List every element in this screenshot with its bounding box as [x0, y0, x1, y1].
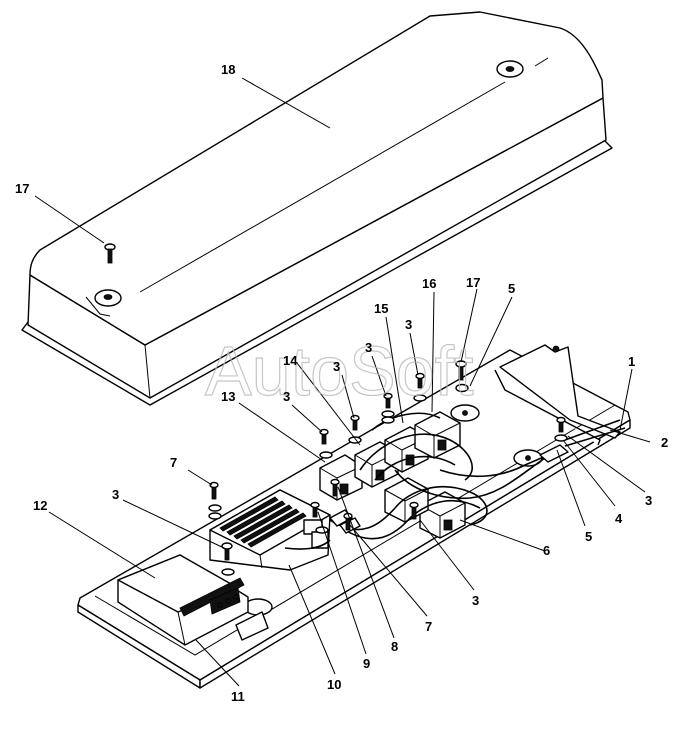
callout-4: 4	[615, 511, 623, 526]
screw-17-cover	[104, 243, 116, 264]
leader-lines	[34, 77, 651, 687]
callout-13: 13	[221, 389, 235, 404]
callout-3-a: 3	[405, 317, 412, 332]
callout-6: 6	[543, 543, 550, 558]
callout-7-left: 7	[170, 455, 177, 470]
screw-3-e	[554, 416, 568, 442]
callout-14: 14	[283, 353, 298, 368]
callout-15: 15	[374, 301, 388, 316]
callout-3-e: 3	[645, 493, 652, 508]
callout-17-relay-screw: 17	[466, 275, 480, 290]
callout-1: 1	[628, 354, 635, 369]
cover-lid	[21, 11, 613, 406]
callout-5-top: 5	[508, 281, 515, 296]
callout-3-b: 3	[365, 340, 372, 355]
callout-5-bottom: 5	[585, 529, 592, 544]
screw-3-g	[409, 501, 419, 520]
screw-17-b	[455, 360, 469, 393]
callout-11: 11	[231, 689, 245, 704]
fasteners	[208, 360, 568, 576]
callout-7-right: 7	[425, 619, 432, 634]
callout-9: 9	[363, 656, 370, 671]
screw-7-b	[343, 512, 353, 531]
callout-12: 12	[33, 498, 47, 513]
callout-labels: 18 17 16 17 5 15 3 3 14 3 13 3 1 2 7 3 4…	[15, 62, 668, 704]
screw-3-d	[319, 428, 333, 459]
callout-10: 10	[327, 677, 341, 692]
relay-block-13	[319, 454, 363, 501]
callout-2: 2	[661, 435, 668, 450]
heat-sink-10	[209, 489, 331, 571]
callout-8: 8	[391, 639, 398, 654]
watermark-text: AutoSoft	[205, 332, 474, 410]
screw-7-a	[208, 481, 222, 520]
callout-17-cover-screw: 17	[15, 181, 29, 196]
module-12	[117, 554, 269, 646]
callout-3-f: 3	[112, 487, 119, 502]
screw-8	[330, 478, 340, 497]
screw-3-f	[221, 542, 235, 576]
callout-3-c: 3	[333, 359, 340, 374]
callout-16: 16	[422, 276, 436, 291]
relay-lower	[419, 491, 466, 539]
callout-3-g: 3	[472, 593, 479, 608]
screw-3-c	[348, 414, 362, 444]
screw-3-b	[381, 392, 395, 424]
callout-3-d: 3	[283, 389, 290, 404]
callout-18: 18	[221, 62, 235, 77]
